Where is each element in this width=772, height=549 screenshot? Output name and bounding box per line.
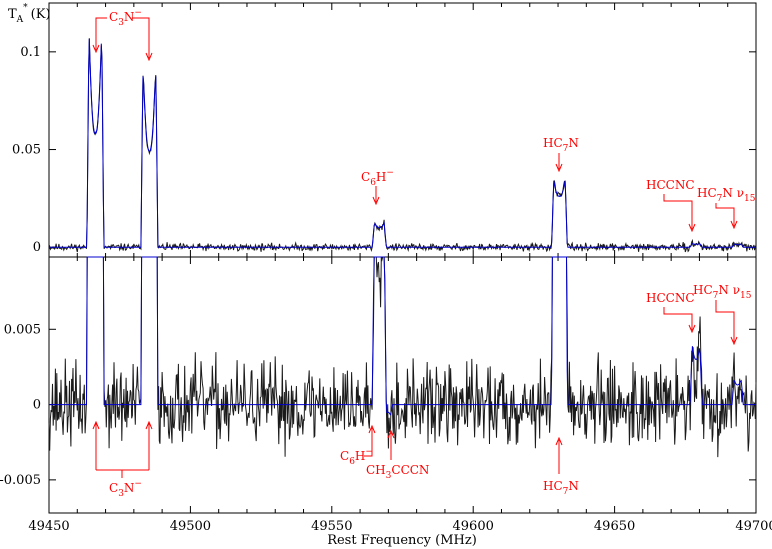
svg-text:HCCNC: HCCNC xyxy=(646,291,695,305)
xtick-label: 49450 xyxy=(28,519,69,534)
xtick-label: 49600 xyxy=(453,519,494,534)
bottom-ytick-label: 0.005 xyxy=(4,322,41,337)
bottom-panel-spectrum xyxy=(48,256,757,458)
annotation-c3n-bottom: C3N− xyxy=(92,420,153,499)
top-ytick-label: 0.05 xyxy=(12,143,41,158)
top-ytick-label: 0 xyxy=(33,240,41,255)
bottom-observed-spectrum xyxy=(48,256,757,458)
xtick-label: 49550 xyxy=(311,519,352,534)
annotation-hc7n-top: HC7N xyxy=(543,136,579,173)
top-ytick-label: 0.1 xyxy=(20,45,41,60)
xtick-label: 49700 xyxy=(735,519,772,534)
xtick-label: 49650 xyxy=(594,519,635,534)
svg-text:C3N−: C3N− xyxy=(109,8,142,28)
bottom-ytick-label: 0 xyxy=(33,398,41,413)
xtick-label: 49500 xyxy=(170,519,211,534)
annotation-hc7n-bottom: HC7N xyxy=(543,436,579,497)
annotation-hccnc-top: HCCNC xyxy=(646,178,696,233)
top-panel-frame xyxy=(48,2,757,258)
bottom-model-spectrum xyxy=(49,256,756,416)
bottom-panel-ticks: -0.005 0 0.005 49450 49500 49550 49600 49650 497… xyxy=(0,257,772,534)
top-y-axis-label: TA*(K) xyxy=(8,3,51,25)
svg-text:HC7N: HC7N xyxy=(543,136,579,154)
annotation-c3n-top: C3N− xyxy=(92,8,153,62)
annotation-ch3cccn-bottom: CH3CCCN xyxy=(366,429,429,481)
annotation-c6h-bottom: C6H− xyxy=(340,424,376,467)
svg-text:HC7N ν15: HC7N ν15 xyxy=(697,186,756,204)
top-observed-spectrum xyxy=(48,38,757,253)
annotation-c6h-top: C6H− xyxy=(361,168,394,206)
top-panel-spectrum xyxy=(48,38,757,253)
x-axis-label: Rest Frequency (MHz) xyxy=(327,533,477,548)
bottom-ytick-label: -0.005 xyxy=(0,473,41,488)
svg-text:C6H−: C6H− xyxy=(361,168,394,188)
svg-text:CH3CCCN: CH3CCCN xyxy=(366,463,429,481)
annotation-hccnc-bottom: HCCNC xyxy=(646,291,696,334)
top-panel-ticks: 0 0.05 0.1 xyxy=(12,3,757,257)
annotation-hc7n-v15-top: HC7N ν15 xyxy=(697,186,756,230)
svg-text:HC7N: HC7N xyxy=(543,479,579,497)
annotation-hc7n-v15-bottom: HC7N ν15 xyxy=(693,283,752,346)
svg-text:HC7N ν15: HC7N ν15 xyxy=(693,283,752,301)
svg-text:C6H−: C6H− xyxy=(340,447,373,467)
top-model-spectrum xyxy=(49,38,756,248)
svg-text:HCCNC: HCCNC xyxy=(646,178,695,192)
svg-text:C3N−: C3N− xyxy=(109,479,142,499)
